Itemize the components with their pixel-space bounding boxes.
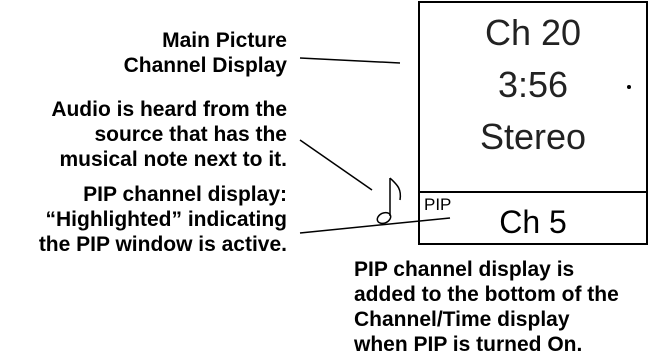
music-note-icon: [376, 177, 402, 225]
pip-label-text: PIP channel display: “Highlighted” indic…: [39, 182, 287, 257]
main-label-line-1: Main Picture: [162, 29, 287, 52]
audio-label-line-2: source that has the: [94, 123, 287, 146]
note-line-3: Channel/Time display: [354, 308, 570, 331]
pip-label-line-3: the PIP window is active.: [38, 233, 287, 256]
note-line-2: added to the bottom of the: [354, 283, 619, 306]
pip-divider: [420, 191, 646, 193]
pip-channel: Ch 5: [499, 204, 567, 240]
pip-leader-line: [299, 217, 451, 234]
audio-label-line-1: Audio is heard from the: [51, 98, 287, 121]
main-channel: Ch 20: [484, 12, 582, 53]
main-leader-line: [299, 57, 401, 64]
audio-label-line-3: musical note next to it.: [59, 148, 287, 171]
pip-label-line-2: “Highlighted” indicating: [45, 208, 287, 231]
pip-label-line-1: PIP channel display:: [83, 183, 287, 206]
main-picture-label: Main Picture Channel Display: [124, 28, 287, 78]
audio-label: Audio is heard from the source that has …: [51, 97, 287, 172]
note-line-1: PIP channel display is: [354, 258, 575, 281]
speck-dot: [627, 85, 631, 89]
audio-leader-line: [299, 139, 373, 191]
main-picture-display: Ch 20 3:56 Stereo: [420, 3, 646, 191]
pip-tag: PIP: [424, 195, 452, 214]
channel-display-box: Ch 20 3:56 Stereo PIP Ch 5: [418, 1, 648, 245]
note-line-4: when PIP is turned On.: [354, 333, 583, 356]
pip-note: PIP channel display is added to the bott…: [354, 257, 619, 357]
main-label-line-2: Channel Display: [123, 54, 287, 77]
time-display: 3:56: [497, 64, 569, 105]
audio-mode: Stereo: [479, 116, 587, 157]
